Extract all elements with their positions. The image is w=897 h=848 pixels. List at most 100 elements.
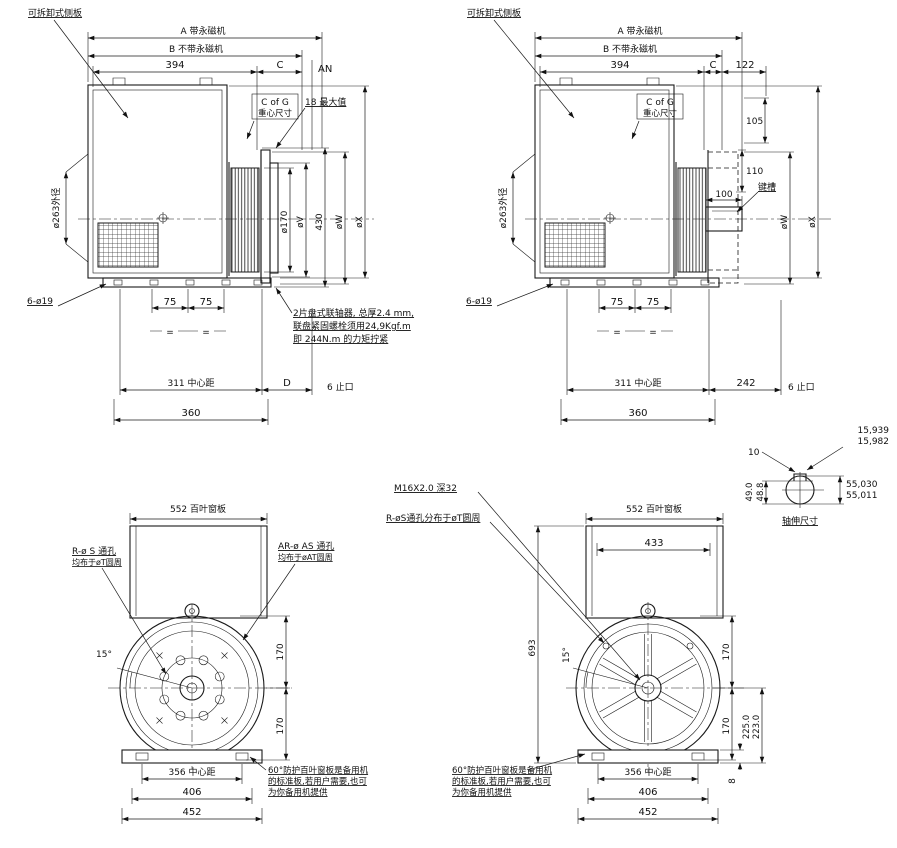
- dia-w-label: øW: [335, 215, 345, 230]
- bottom-right-view-geometry: [566, 525, 744, 772]
- shaft-dia-upper: 55,030: [846, 480, 878, 490]
- tap-hole-label: M16X2.0 深32: [394, 483, 457, 494]
- angle-15-label: 15°: [562, 647, 572, 663]
- bottom-right-view-labels: M16X2.0 深32 R-øS通孔分布于øT圆周 552 百叶窗板 433 6…: [386, 483, 762, 818]
- top-left-view-labels: 可拆卸式侧板 A 带永磁机 B 不带永磁机 394 C AN C of G 重心…: [27, 7, 414, 419]
- keyway-slot: [793, 473, 807, 481]
- shaft-detail-geometry: [761, 446, 844, 508]
- dim-170-bottom-label: 170: [722, 717, 732, 734]
- bottom-left-view-geometry: [108, 525, 292, 772]
- dim-8-label: 8: [728, 778, 738, 784]
- dim-d-label: D: [283, 378, 291, 389]
- top-left-view-geometry: [78, 77, 374, 288]
- lifting-lugs: [559, 77, 660, 85]
- holes-ar-line2: 均布于øAT圆周: [278, 552, 333, 562]
- dim-225-label: 225.0: [742, 715, 752, 739]
- dim-406-label: 406: [638, 787, 657, 798]
- dim-75b-label: 75: [647, 297, 660, 308]
- dia-x-label: øX: [355, 216, 365, 228]
- dim-170-bottom-label: 170: [276, 717, 286, 734]
- top-right-view-labels: 可拆卸式侧板 A 带永磁机 B 不带永磁机 394 C 122 C of G 重…: [466, 7, 818, 419]
- cog-line1: C of G: [261, 98, 289, 108]
- holes-r-label: R-øS通孔分布于øT圆周: [386, 512, 480, 524]
- dia-v-label: øV: [296, 215, 306, 228]
- dim-693-label: 693: [528, 639, 538, 656]
- lifting-lugs: [112, 77, 213, 85]
- flange-hole: [602, 642, 610, 650]
- dia-w-label: øW: [780, 215, 790, 230]
- fan-section: [677, 167, 707, 273]
- keyway-tol-lower: 15,982: [858, 437, 890, 447]
- equal-mark-b: =: [202, 328, 210, 338]
- keyway-depth-label: 10: [748, 448, 760, 458]
- dim-110-label: 110: [746, 167, 763, 177]
- dim-394-label: 394: [165, 60, 184, 71]
- dim-433-label: 433: [644, 538, 663, 549]
- cog-line1: C of G: [646, 98, 674, 108]
- dia-x-label: øX: [808, 216, 818, 228]
- top-left-view-dimensions: [53, 19, 369, 425]
- dim-170-top-label: 170: [722, 643, 732, 660]
- bottom-right-view-dimensions: [477, 491, 766, 824]
- equal-mark-b: =: [649, 328, 657, 338]
- dim-394-label: 394: [610, 60, 629, 71]
- dim-b-label: B 不带永磁机: [169, 43, 223, 55]
- dim-c-label: C: [277, 60, 284, 71]
- dim-170-top-label: 170: [276, 643, 286, 660]
- cog-box: [251, 93, 299, 120]
- shaft-detail-title: 轴伸尺寸: [782, 515, 818, 527]
- dim-105-label: 105: [746, 117, 763, 127]
- dia-263-label: ø263外径: [50, 188, 62, 229]
- equal-mark-a: =: [166, 328, 174, 338]
- flange-plate: [260, 149, 271, 284]
- dim-a-label: A 带永磁机: [180, 25, 225, 37]
- dim-311-label: 311 中心距: [614, 377, 661, 389]
- air-intake-grille: [544, 222, 606, 268]
- removable-panel-label: 可拆卸式侧板: [28, 7, 82, 19]
- louver-note-line3: 为你备用机提供: [268, 787, 328, 798]
- shaft-dia-lower: 55,011: [846, 491, 878, 501]
- foot-holes-label: 6-ø19: [466, 297, 492, 307]
- dim-c-label: C: [710, 60, 717, 71]
- air-intake-grille: [97, 222, 159, 268]
- cog-line2: 重心尺寸: [258, 108, 293, 119]
- holes-ar-line1: AR-ø AS 通孔: [278, 541, 334, 552]
- top-right-view-geometry: [525, 77, 832, 288]
- holes-r-line2: 均布于øT圆周: [72, 557, 122, 567]
- dim-75a-label: 75: [611, 297, 624, 308]
- adapter-outline-dashed: [707, 151, 739, 284]
- louver-note-line2: 的标准板,若用户需要,也可: [452, 776, 551, 787]
- key-height-upper: 49.0: [745, 483, 755, 502]
- x-marks: [156, 652, 228, 724]
- shaft-detail-labels: 15,939 15,982 10 49.0 48.8 55,030 55,011…: [745, 426, 889, 527]
- spigot-label: 6 止口: [327, 381, 354, 393]
- dim-100-label: 100: [715, 190, 732, 200]
- dim-452-label: 452: [182, 807, 201, 818]
- coupling-note-line3: 即 244N.m 的力矩拧紧: [293, 333, 388, 345]
- fan-spokes: [599, 634, 697, 742]
- mounting-base: [121, 749, 263, 764]
- dim-311-label: 311 中心距: [167, 377, 214, 389]
- cog-line2: 重心尺寸: [643, 108, 678, 119]
- foot-holes-label: 6-ø19: [27, 297, 53, 307]
- dim-122-label: 122: [735, 60, 754, 71]
- fan-section: [230, 167, 260, 273]
- louver-note-line1: 60°防护百叶窗板是备用机: [268, 765, 369, 776]
- louver-dim-label: 552 百叶窗板: [626, 503, 682, 515]
- dim-b-label: B 不带永磁机: [603, 43, 657, 55]
- keyway-tol-upper: 15,939: [858, 426, 890, 436]
- louver-panel-box: [129, 525, 268, 619]
- dim-360-label: 360: [181, 408, 200, 419]
- dim-223-label: 223.0: [752, 715, 762, 739]
- dim-356-label: 356 中心距: [624, 766, 671, 778]
- dia-170-label: ø170: [280, 210, 290, 233]
- dim-430-label: 430: [315, 213, 325, 230]
- dim-an-label: AN: [318, 64, 332, 75]
- dim-a-label: A 带永磁机: [617, 25, 662, 37]
- bottom-left-view-dimensions: [101, 513, 296, 824]
- dim-356-label: 356 中心距: [168, 766, 215, 778]
- dim-75b-label: 75: [200, 297, 213, 308]
- louver-note-line3: 为你备用机提供: [452, 787, 512, 798]
